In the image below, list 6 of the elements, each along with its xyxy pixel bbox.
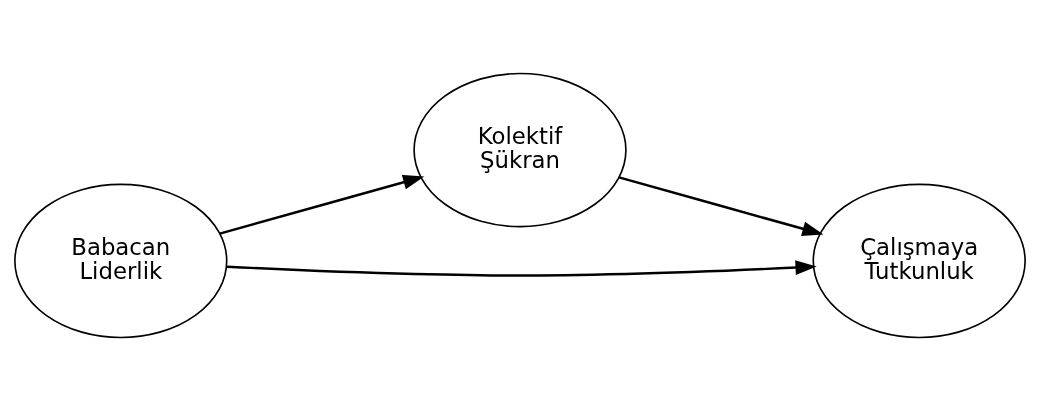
- arrow: [226, 259, 817, 277]
- node-ellipse: Babacan Liderlik: [14, 183, 228, 338]
- node-ellipse: Çalışmaya Tutkunluk: [812, 183, 1026, 338]
- arrow: [618, 175, 824, 236]
- arrow: [219, 174, 425, 235]
- node-ellipse: Kolektif Şükran: [413, 72, 627, 227]
